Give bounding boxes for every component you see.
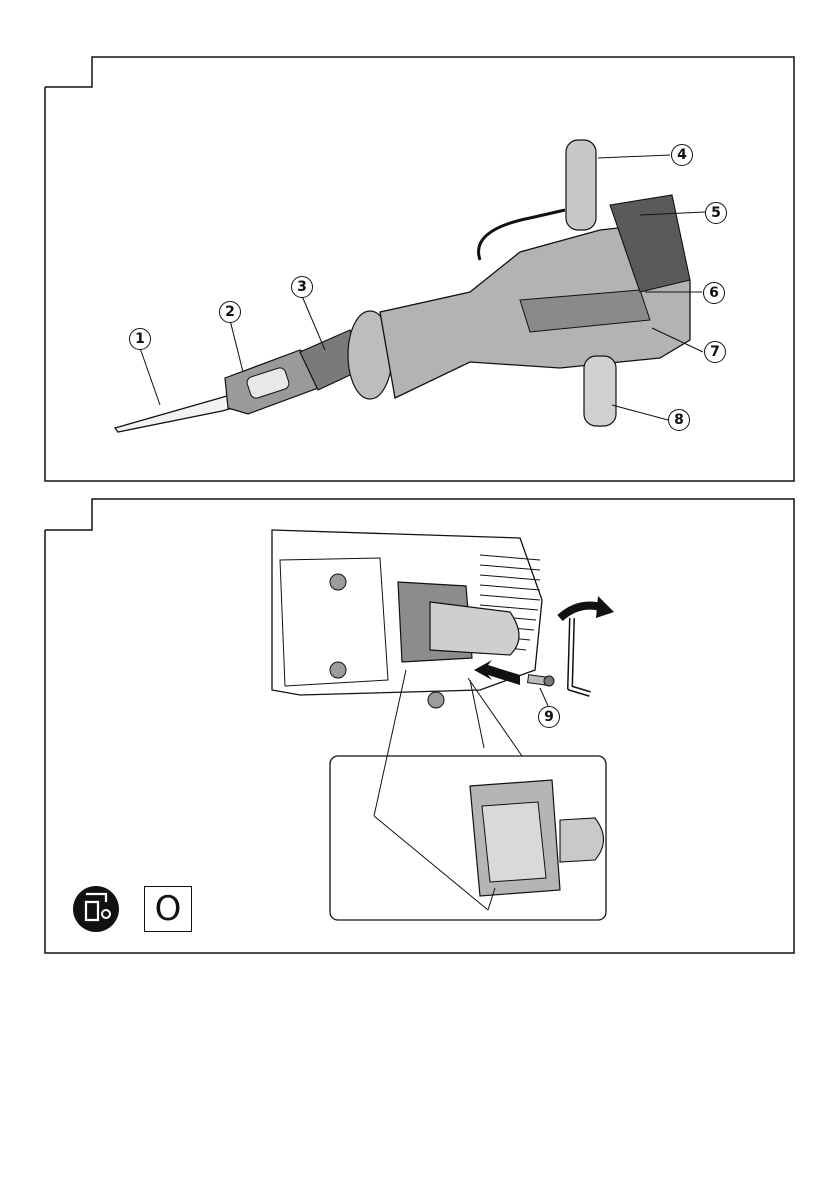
top-handle — [566, 140, 596, 230]
callout-5: 5 — [705, 202, 727, 224]
callout-9: 9 — [538, 706, 560, 728]
callout-7: 7 — [704, 341, 726, 363]
figure-2-handle-installation: 9 O — [0, 490, 840, 960]
figure-1-tool-overview: 1 2 3 4 5 6 7 8 — [0, 0, 840, 490]
callout-8: 8 — [668, 409, 690, 431]
callout-3: 3 — [291, 276, 313, 298]
callout-6: 6 — [703, 282, 725, 304]
chisel-bit — [115, 392, 243, 432]
bottom-handle — [584, 356, 616, 426]
callout-1: 1 — [129, 328, 151, 350]
no-lubrication-symbol: O — [144, 886, 192, 932]
callout-4: 4 — [671, 144, 693, 166]
callout-2: 2 — [219, 301, 241, 323]
figure-1-frame — [0, 0, 840, 490]
figure-2-frame — [0, 490, 840, 960]
unplug-icon — [73, 886, 119, 932]
bolt — [528, 675, 554, 686]
